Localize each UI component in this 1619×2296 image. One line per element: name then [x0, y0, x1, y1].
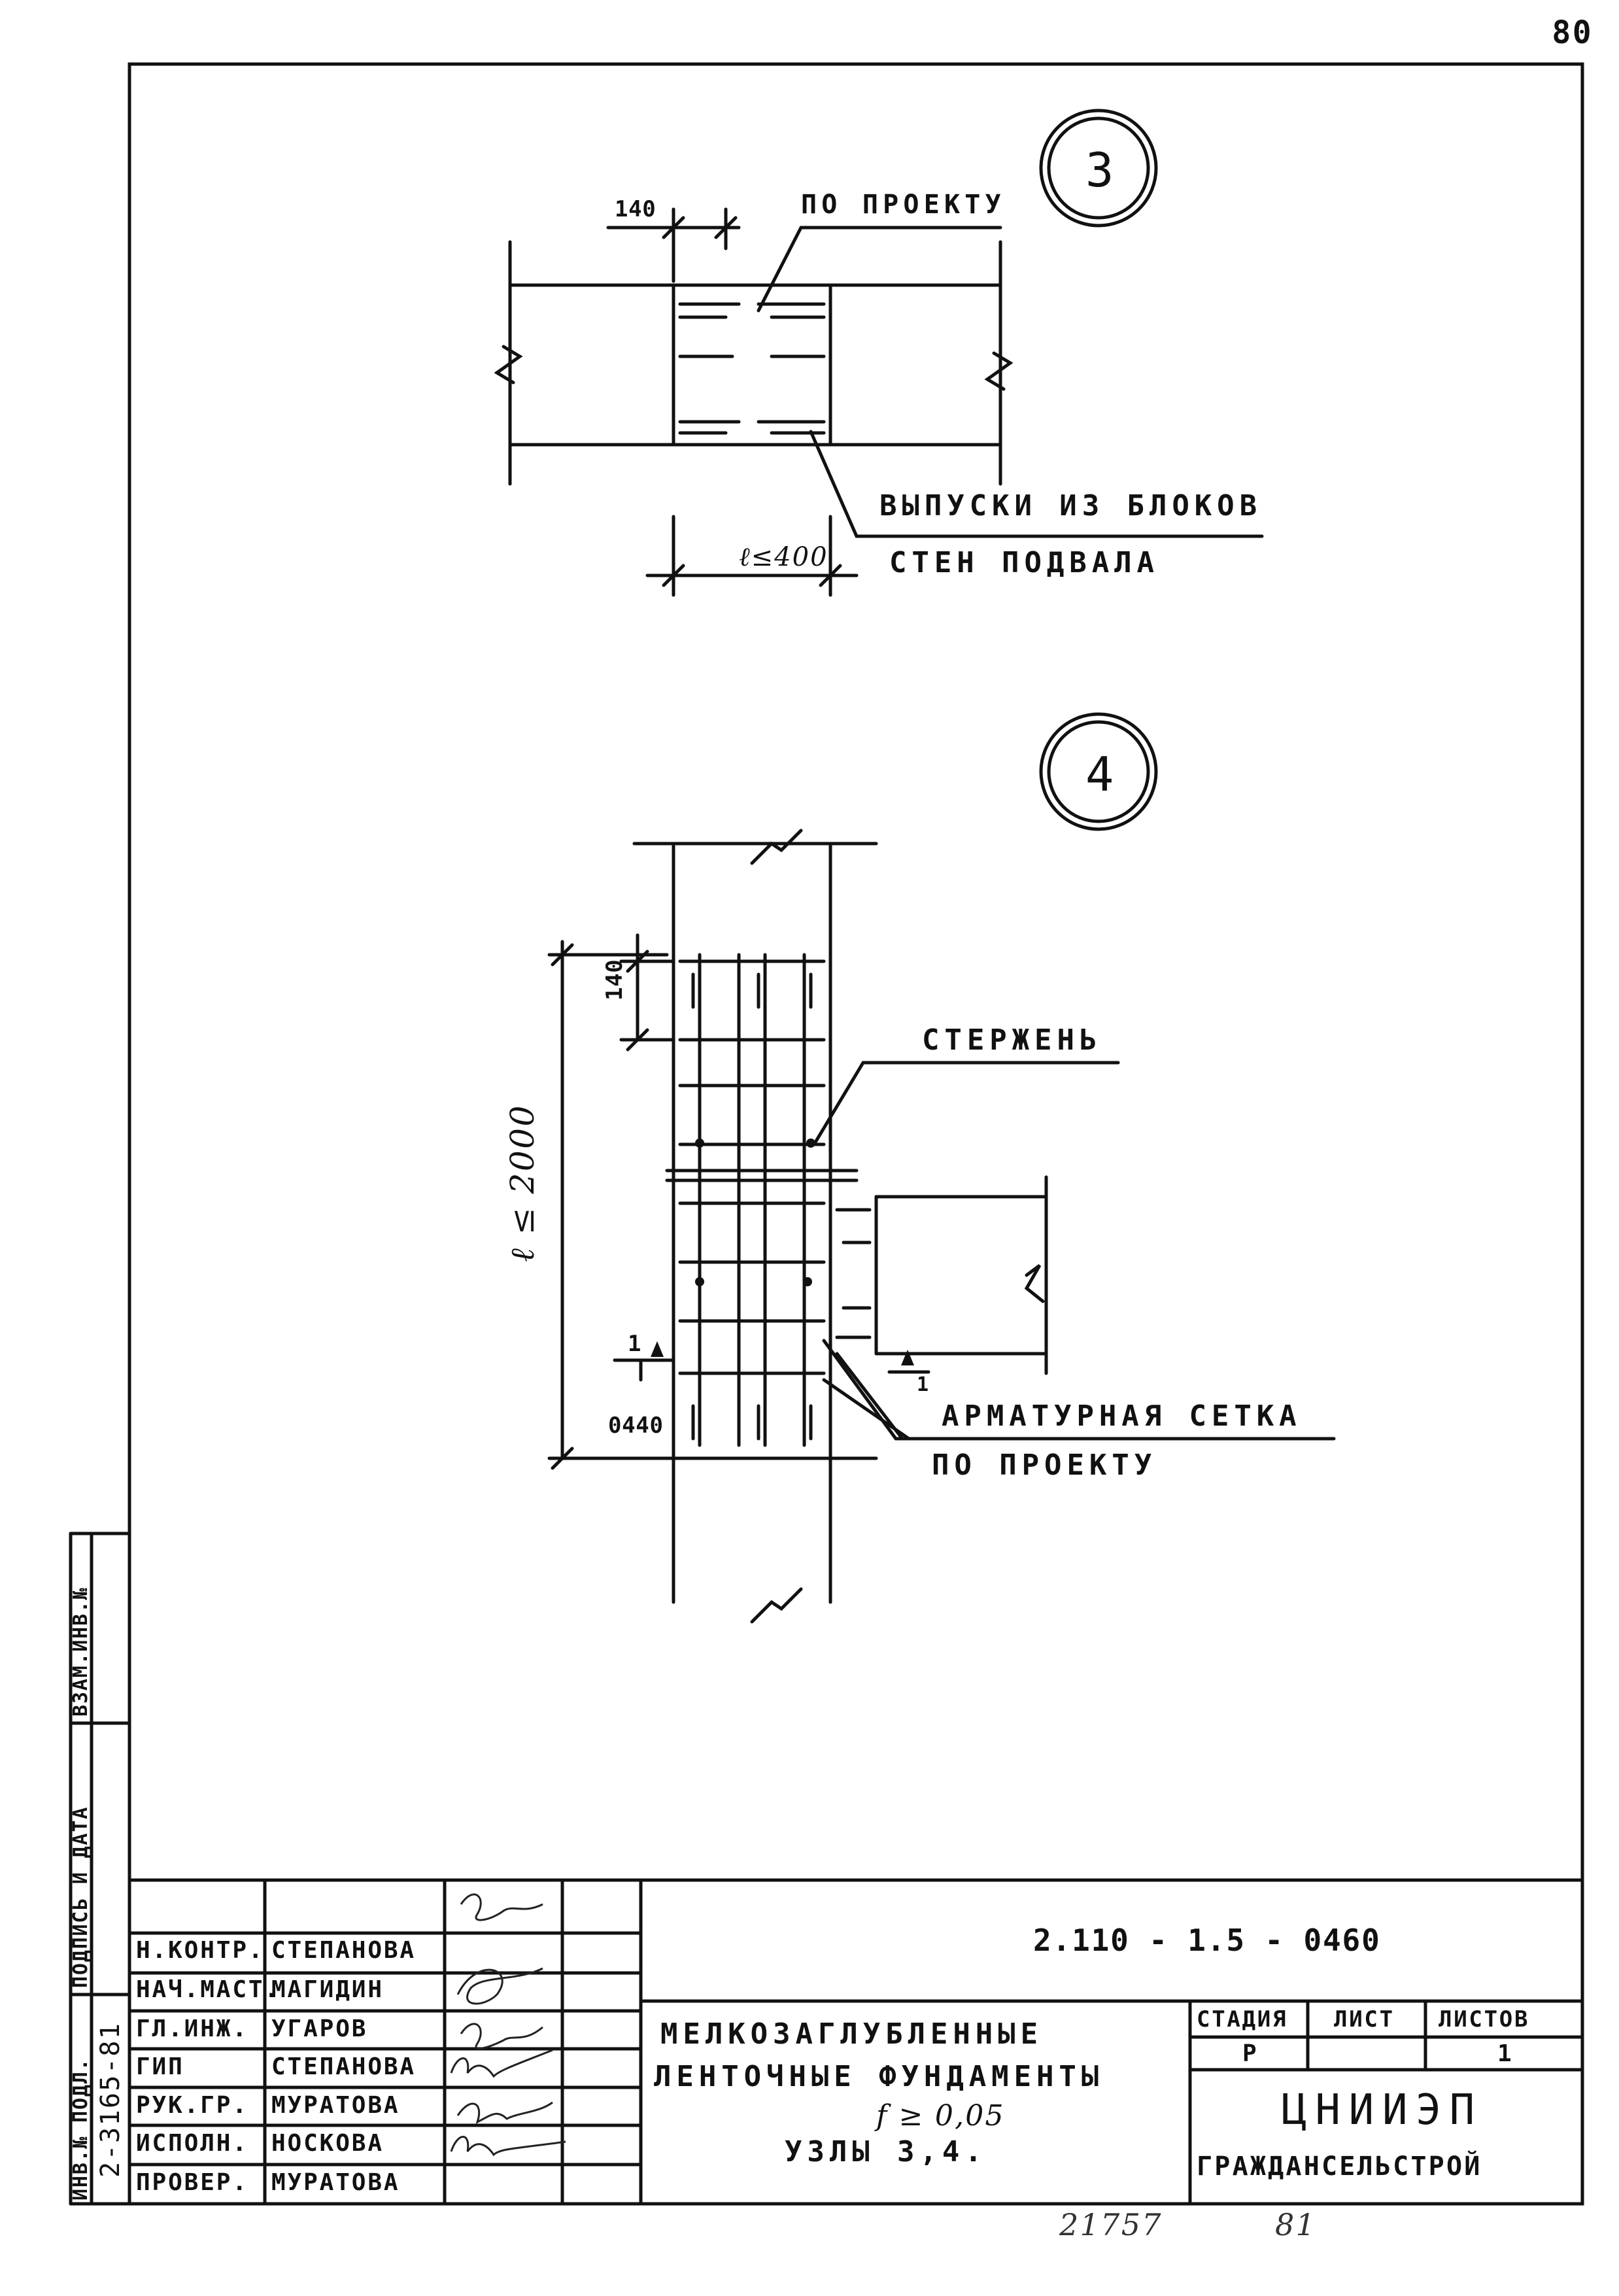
- sheets-header: ЛИСТОВ: [1439, 2006, 1530, 2032]
- role-1: НАЧ.МАСТ.: [136, 1976, 281, 2003]
- role-2: ГЛ.ИНЖ.: [136, 2015, 248, 2042]
- role-3: ГИП: [136, 2053, 184, 2080]
- name-5: НОСКОВА: [271, 2130, 384, 2157]
- name-3: СТЕПАНОВА: [271, 2053, 416, 2080]
- role-0: Н.КОНТР.: [136, 1937, 265, 1964]
- side-stamp-signature-label: ПОДПИСЬ И ДАТА: [69, 1806, 92, 1988]
- node3-dim-bottom: ℓ≤400: [739, 542, 828, 572]
- node4-section-mark-right: 1: [917, 1373, 932, 1396]
- node4-dim-bottom: 0440: [608, 1413, 664, 1439]
- node3-label-bottom-2: СТЕН ПОДВАЛА: [889, 546, 1159, 579]
- side-stamp-inv-label: ИНВ.№ ПОДЛ.: [69, 2057, 92, 2201]
- title-line-3: f ≥ 0,05: [876, 2099, 1005, 2133]
- title-line-1: МЕЛКОЗАГЛУБЛЕННЫЕ: [660, 2017, 1043, 2051]
- stage-header: СТАДИЯ: [1197, 2006, 1288, 2032]
- role-5: ИСПОЛН.: [136, 2130, 248, 2157]
- org-line-1: ЦНИИЭП: [1282, 2086, 1483, 2134]
- node4-label-mesh-1: АРМАТУРНАЯ СЕТКА: [942, 1399, 1302, 1433]
- node3-number: 3: [1085, 143, 1114, 197]
- node4-label-rod: СТЕРЖЕНЬ: [922, 1023, 1102, 1057]
- role-6: ПРОВЕР.: [136, 2169, 248, 2196]
- role-4: РУК.ГР.: [136, 2092, 248, 2119]
- node3-label-top: ПО ПРОЕКТУ: [801, 190, 1006, 220]
- name-6: МУРАТОВА: [271, 2169, 400, 2196]
- document-code: 2.110 - 1.5 - 0460: [1033, 1923, 1381, 1958]
- sheets-value: 1: [1497, 2040, 1514, 2067]
- node4-dim-top: 140: [602, 959, 628, 1001]
- name-4: МУРАТОВА: [271, 2092, 400, 2119]
- footer-number-2: 81: [1275, 2207, 1317, 2242]
- signatures: [450, 1893, 566, 2157]
- title-line-4: УЗЛЫ 3,4.: [785, 2135, 987, 2168]
- side-stamp-replace-label: ВЗАМ.ИНВ.№: [69, 1586, 92, 1717]
- footer-number-1: 21757: [1059, 2207, 1163, 2242]
- node4-number: 4: [1085, 747, 1114, 802]
- node4-label-mesh-2: ПО ПРОЕКТУ: [932, 1448, 1157, 1482]
- stage-value: Р: [1242, 2040, 1259, 2067]
- org-line-2: ГРАЖДАНСЕЛЬСТРОЙ: [1197, 2151, 1482, 2182]
- title-line-2: ЛЕНТОЧНЫЕ ФУНДАМЕНТЫ: [654, 2060, 1104, 2093]
- page-number: 80: [1552, 14, 1593, 51]
- side-stamp-inv-value: 2-3165-81: [95, 2021, 126, 2178]
- sheet-header: ЛИСТ: [1334, 2006, 1395, 2032]
- node4-section-mark-left: 1: [628, 1331, 645, 1357]
- name-2: УГАРОВ: [271, 2015, 368, 2042]
- name-1: МАГИДИН: [271, 1976, 384, 2003]
- name-0: СТЕПАНОВА: [271, 1937, 416, 1964]
- node3-label-bottom-1: ВЫПУСКИ ИЗ БЛОКОВ: [879, 489, 1262, 523]
- node3-dim-top: 140: [615, 196, 656, 222]
- node4-dim-length: ℓ ≤ 2000: [503, 1104, 541, 1262]
